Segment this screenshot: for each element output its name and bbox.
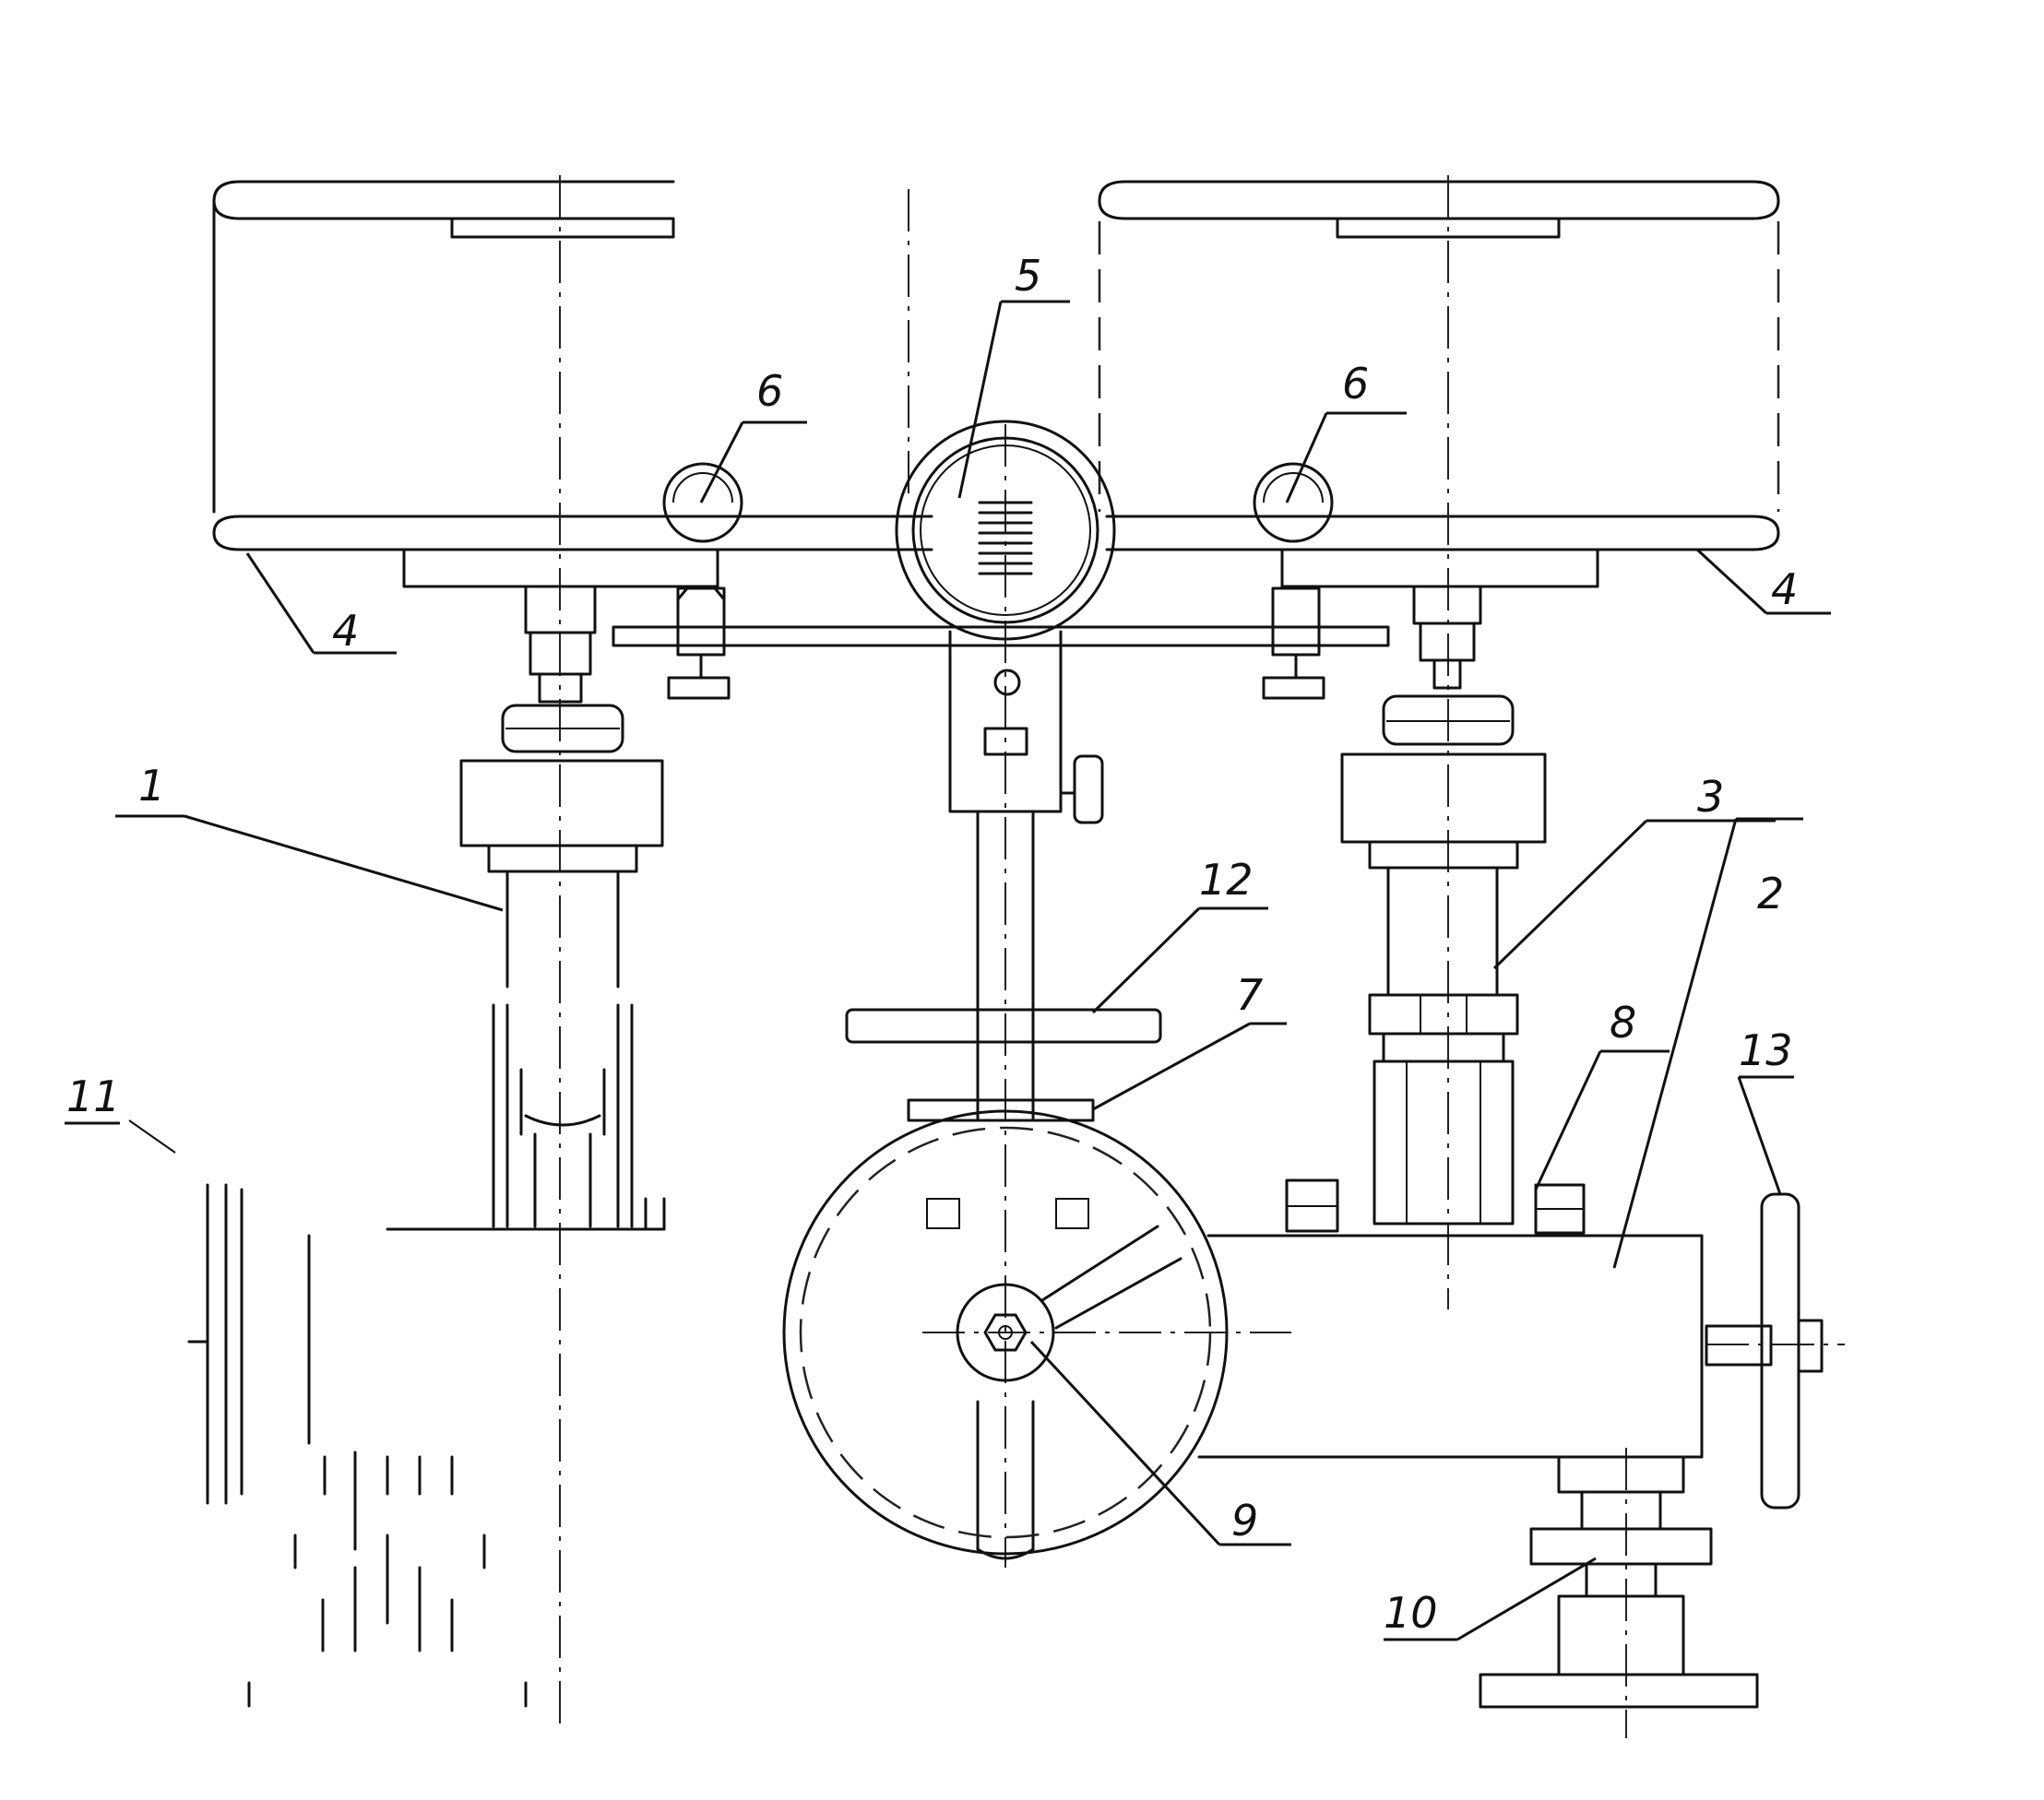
left-roller (662, 462, 743, 700)
left-column-broken-lines (386, 1003, 666, 1231)
reference-stand (187, 1183, 528, 1708)
label-13: 13 (1739, 1025, 1793, 1075)
center-lines (559, 175, 1845, 1738)
label-11: 11 (66, 1072, 121, 1121)
label-7: 7 (1236, 970, 1263, 1020)
label-6-right: 6 (1342, 359, 1369, 409)
label-3: 3 (1697, 772, 1724, 822)
label-12: 12 (1199, 855, 1254, 905)
central-gauge (895, 420, 1116, 824)
side-wheel (1705, 1192, 1824, 1510)
label-6-left: 6 (756, 366, 783, 416)
label-2: 2 (1757, 869, 1784, 918)
label-4-right: 4 (1771, 564, 1798, 614)
label-8: 8 (1610, 998, 1636, 1048)
collar (907, 1098, 1095, 1229)
left-column (386, 585, 666, 1231)
callout-labels: 1 2 3 4 4 5 6 6 7 8 9 10 11 12 13 (66, 251, 1798, 1638)
right-roller (1253, 462, 1334, 700)
handwheel (782, 1109, 1229, 1556)
gauge-scale-bars (978, 501, 1033, 575)
leader-lines (65, 300, 1831, 1641)
right-column (1340, 585, 1547, 1226)
left-panel (212, 180, 933, 588)
connecting-bar (612, 625, 1390, 647)
levelling-foot (1479, 1455, 1759, 1709)
label-5: 5 (1015, 251, 1041, 301)
right-panel (1098, 180, 1780, 588)
cross-handle (845, 1008, 1162, 1044)
label-1: 1 (138, 761, 165, 811)
label-9: 9 (1231, 1496, 1258, 1545)
label-10: 10 (1384, 1588, 1438, 1638)
label-4-left: 4 (332, 606, 359, 656)
